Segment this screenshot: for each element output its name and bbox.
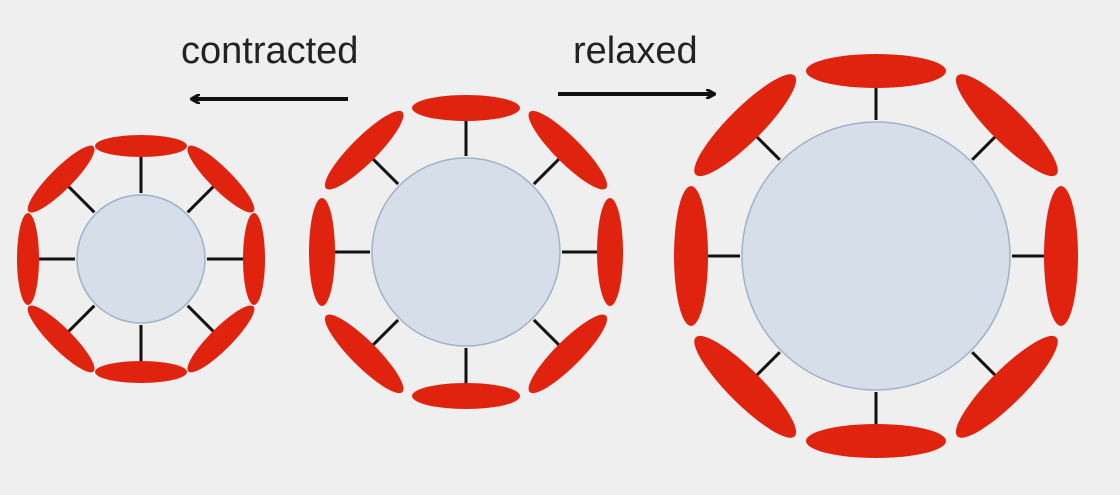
spoke <box>971 351 1001 381</box>
structures-layer <box>17 54 1078 458</box>
core-circle <box>741 121 1011 391</box>
red-segment <box>187 305 255 373</box>
red-segment <box>412 383 520 409</box>
red-segment <box>694 74 797 177</box>
red-segment <box>324 314 404 394</box>
red-segment <box>806 54 946 88</box>
core-circle <box>76 194 206 324</box>
red-segment <box>243 213 265 305</box>
red-segment <box>95 361 187 383</box>
red-segment <box>955 74 1058 177</box>
spoke <box>369 318 400 349</box>
label-contracted: contracted <box>181 30 359 72</box>
structure-relaxed <box>674 54 1078 458</box>
red-segment <box>674 186 708 326</box>
spoke <box>532 318 563 349</box>
red-segment <box>955 335 1058 438</box>
red-segment <box>597 198 623 306</box>
red-segment <box>309 198 335 306</box>
spoke <box>971 131 1001 161</box>
red-segment <box>95 135 187 157</box>
red-segment <box>412 95 520 121</box>
spoke <box>186 184 216 214</box>
red-segment <box>27 145 95 213</box>
spoke <box>369 155 400 186</box>
spoke <box>66 184 96 214</box>
spoke <box>751 351 781 381</box>
red-segment <box>694 335 797 438</box>
red-segment <box>528 314 608 394</box>
red-segment <box>1044 186 1078 326</box>
core-circle <box>371 157 561 347</box>
spoke <box>66 304 96 334</box>
spoke <box>532 155 563 186</box>
red-segment <box>17 213 39 305</box>
red-segment <box>806 424 946 458</box>
red-segment <box>27 305 95 373</box>
red-segment <box>324 110 404 190</box>
red-segment <box>187 145 255 213</box>
structure-contracted <box>17 135 265 383</box>
spoke <box>751 131 781 161</box>
red-segment <box>528 110 608 190</box>
spoke <box>186 304 216 334</box>
structure-resting <box>309 95 623 409</box>
label-relaxed: relaxed <box>573 30 698 72</box>
